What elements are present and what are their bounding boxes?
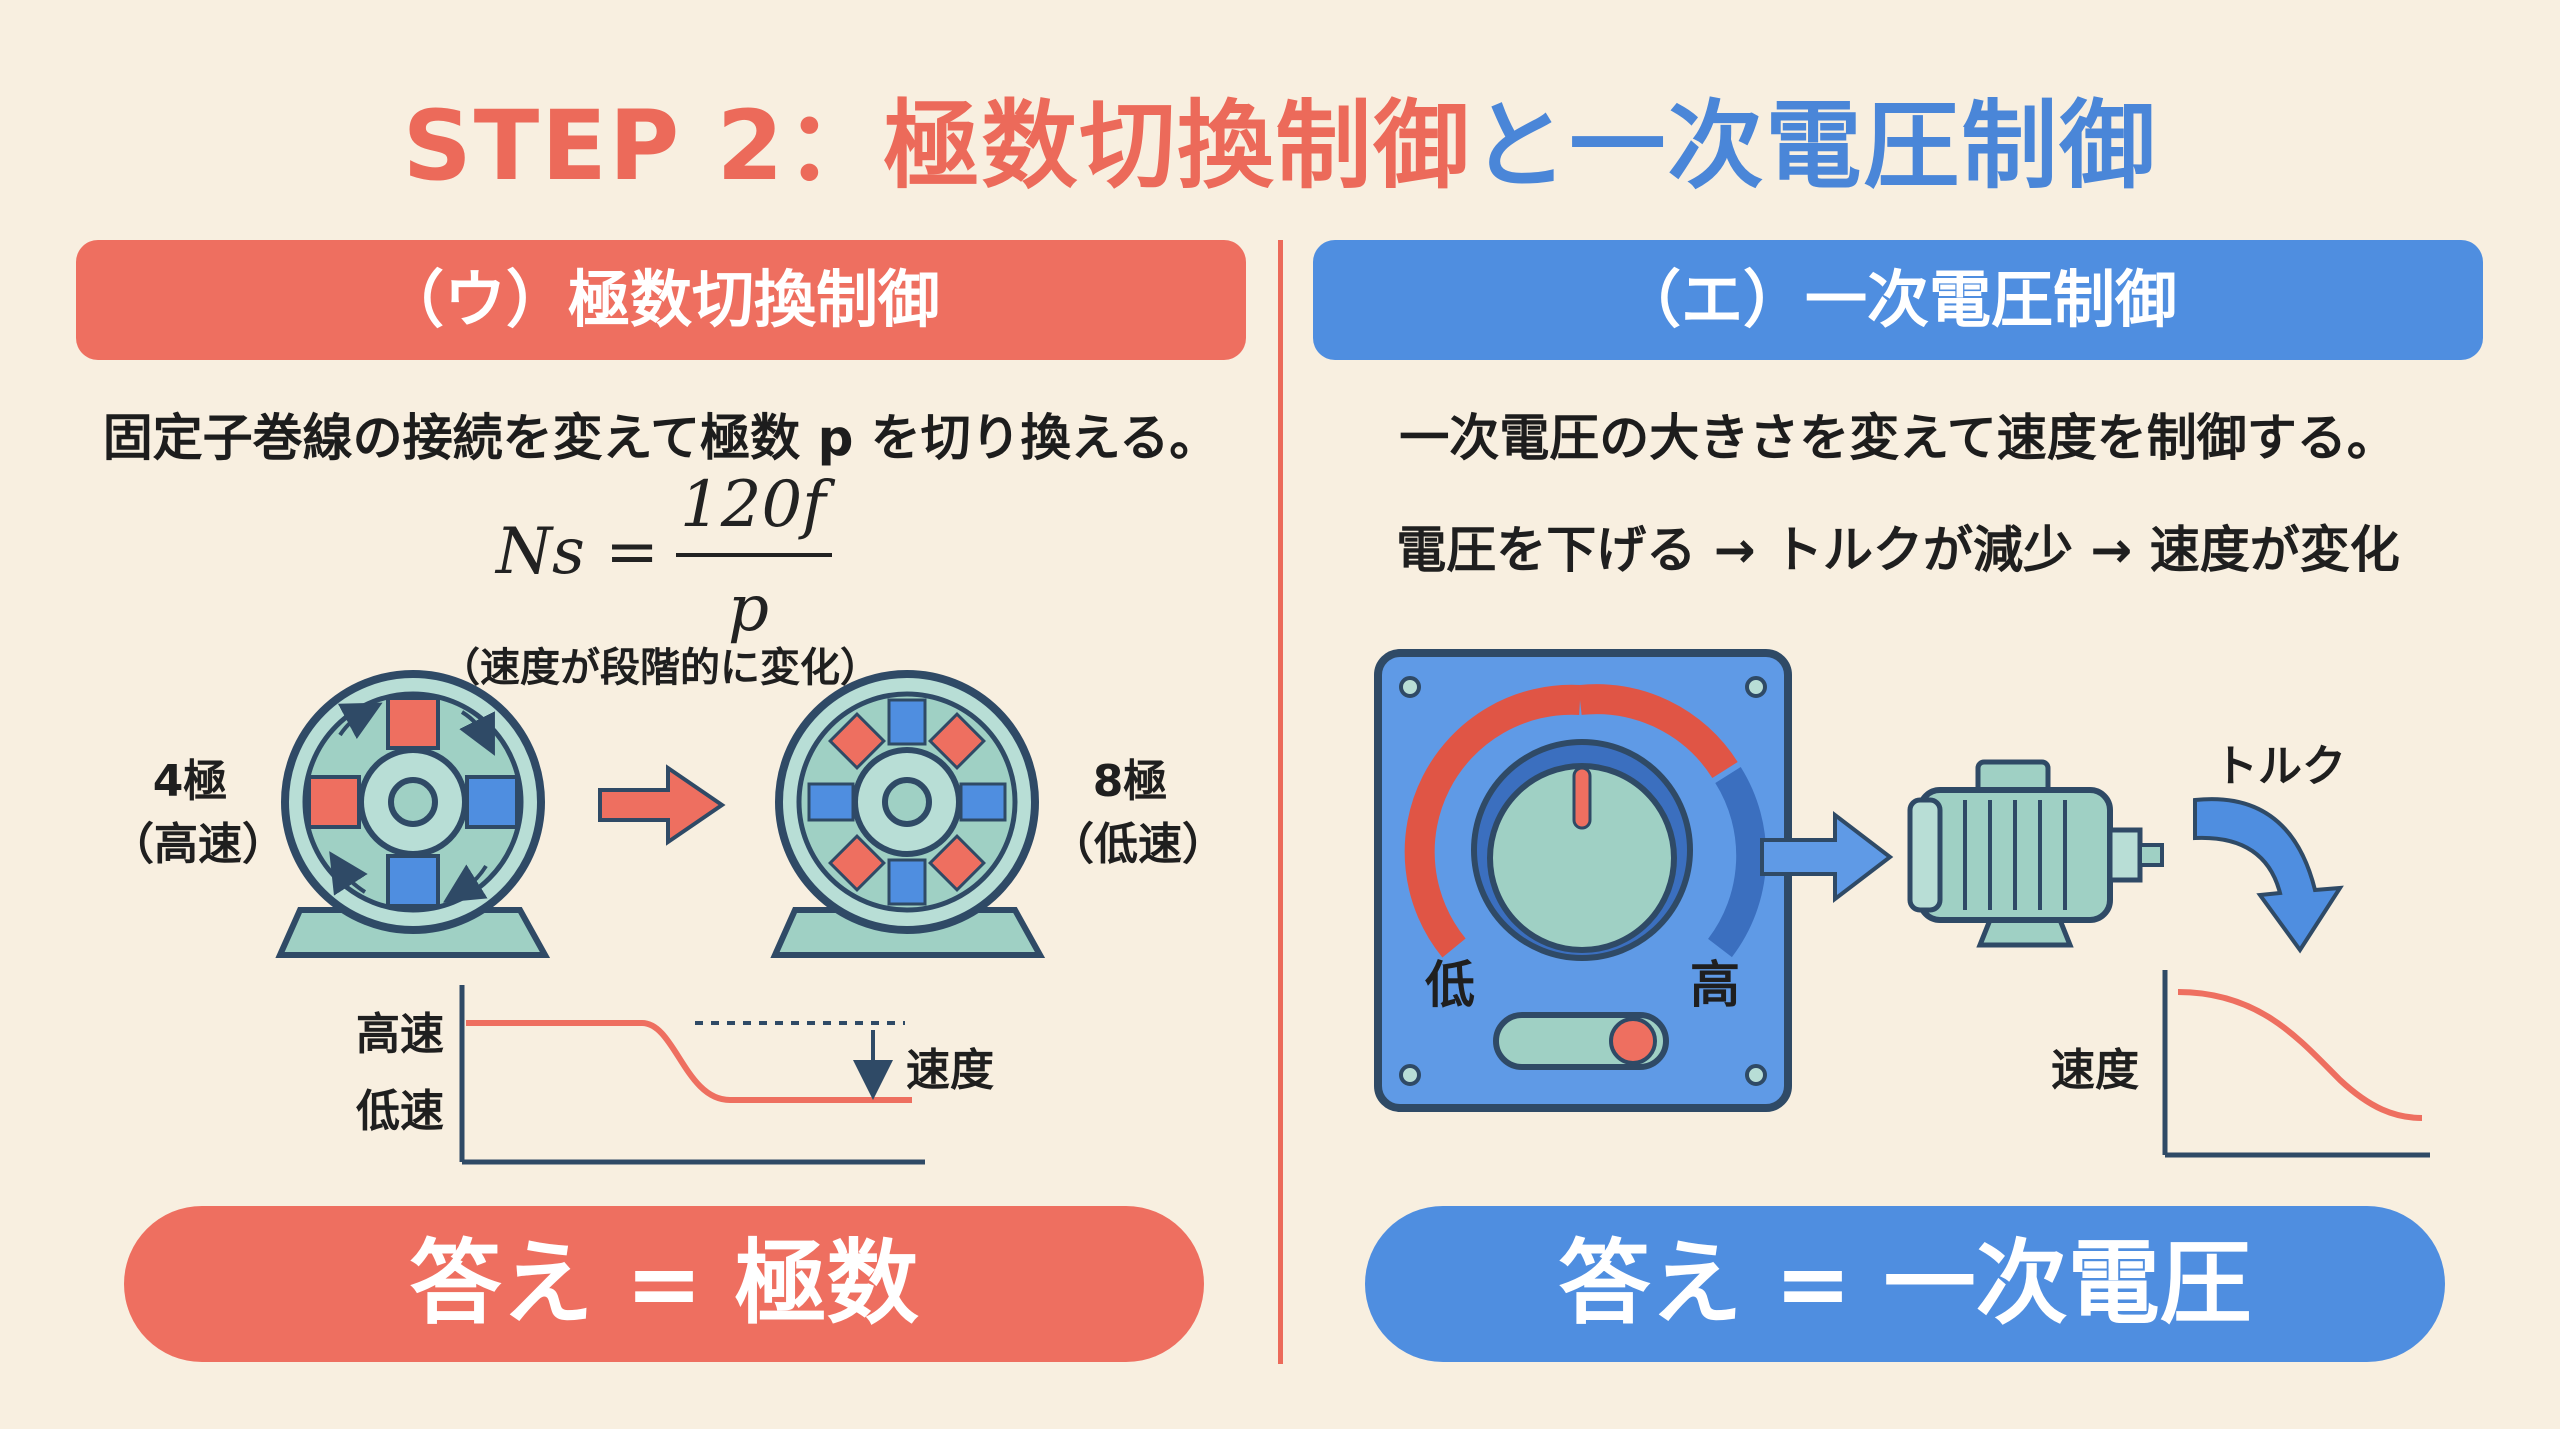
dial-low-label: 低 [1425,956,1475,1014]
voltage-effect-chain: 電圧を下げる → トルクが減少 → 速度が変化 [1396,521,2400,579]
section-header-primary-voltage: （エ）一次電圧制御 [1313,240,2483,360]
eight-pole-motor-icon [770,670,1046,958]
title-part-red: STEP 2：極数切換制御 [402,90,1472,202]
eight-pole-speed-label: （低速） [1050,819,1226,870]
formula-denominator: p [728,572,769,646]
voltage-control-panel-icon [1374,649,1792,1112]
formula-note: （速度が段階的に変化） [440,645,880,691]
pole-speed-graph [459,985,925,1165]
dial-high-label: 高 [1690,956,1740,1014]
torque-decrease-arrow-icon [2193,797,2344,954]
answer-primary-voltage: 答え = 一次電圧 [1365,1206,2445,1362]
formula-fraction-bar [676,553,832,557]
formula-numerator: 120f [680,468,826,542]
title-part-blue: と一次電圧制御 [1471,90,2158,202]
section-header-pole-change: （ウ）極数切換制御 [76,240,1246,360]
graph-low-speed-label: 低速 [356,1086,444,1137]
change-arrow-icon [598,764,726,846]
voltage-speed-graph [2162,970,2430,1158]
torque-label: トルク [2214,741,2346,792]
induction-motor-icon [1907,759,2164,948]
speed-decline-curve [2177,989,2423,1121]
panel-to-motor-arrow-icon [1760,810,1894,904]
graph-speed-label: 速度 [906,1045,994,1096]
voltage-description: 一次電圧の大きさを変えて速度を制御する。 [1399,409,2397,467]
graph-high-speed-label: 高速 [356,1009,444,1060]
four-pole-speed-label: （高速） [110,819,286,870]
speed-step-curve [466,1020,912,1103]
right-graph-speed-label: 速度 [2051,1045,2139,1096]
four-pole-label: 4極 [152,756,228,807]
four-pole-motor-icon [275,670,551,958]
eight-pole-label: 8極 [1092,756,1168,807]
pole-change-description: 固定子巻線の接続を変えて極数 p を切り換える。 [102,409,1220,467]
page-title: STEP 2：極数切換制御と一次電圧制御 [0,68,2560,207]
formula-lhs: Ns = [496,515,659,589]
answer-pole-number: 答え = 極数 [124,1206,1204,1362]
center-divider [1278,240,1283,1364]
